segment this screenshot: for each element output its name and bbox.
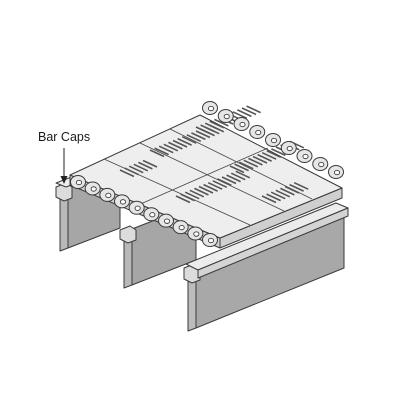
belt-slot <box>191 132 206 141</box>
hinge-knuckle <box>233 117 250 131</box>
belt-slot <box>261 151 277 160</box>
belt-slot <box>266 193 281 202</box>
belt-slot <box>284 185 300 194</box>
belt-slot <box>149 149 165 158</box>
belt-slot <box>184 191 200 200</box>
bar-caps-arrowhead <box>60 176 68 184</box>
bar-cap-middle <box>119 225 137 244</box>
belt-slot <box>248 157 263 166</box>
hinge-knuckle <box>217 109 234 123</box>
belt-slot <box>270 191 286 200</box>
belt-slot <box>275 189 291 198</box>
module-center-divider <box>135 147 269 207</box>
belt-slot <box>198 185 214 194</box>
belt-slot <box>243 159 259 168</box>
support-bar-right <box>183 202 349 332</box>
belt-slot <box>180 193 195 202</box>
belt-slot <box>293 181 309 190</box>
belt-slot <box>230 172 246 181</box>
belt-slot <box>237 109 252 118</box>
belt-slot <box>172 139 188 148</box>
belt-slot <box>209 120 225 129</box>
hinge-knuckle <box>249 125 266 139</box>
belt-slot <box>189 189 205 198</box>
belt-slot <box>119 169 135 178</box>
hinge-knuckle <box>172 220 189 235</box>
hinge-knuckle <box>202 233 218 247</box>
belt-slot <box>175 195 191 204</box>
hinge-knuckle <box>265 133 281 147</box>
belt-slot <box>124 167 139 176</box>
belt-slot <box>221 176 237 185</box>
belt-slot <box>133 163 149 172</box>
belt-slot <box>195 130 211 139</box>
belt-slot <box>229 165 245 174</box>
belt-slot <box>186 134 202 143</box>
belt-slot <box>212 180 228 189</box>
belt-slot <box>261 195 277 204</box>
belt-slot <box>195 126 211 135</box>
belt-slot <box>128 165 144 174</box>
hinge-knuckle <box>84 181 101 196</box>
belt-slot <box>154 147 169 156</box>
hinge-knuckle <box>202 101 218 115</box>
module-seam-1 <box>139 142 285 212</box>
hinge-knuckles-left <box>70 175 218 247</box>
belt-slot <box>246 105 261 114</box>
belt-slot <box>200 124 215 133</box>
hinge-knuckle <box>328 165 344 179</box>
belt-slot <box>194 187 209 196</box>
hinge-knuckle <box>114 194 130 209</box>
hinge-knuckle <box>128 200 145 215</box>
belt-slot <box>168 141 183 150</box>
belt-slot <box>234 163 249 172</box>
belt-slot <box>226 174 241 183</box>
belt-slot <box>181 135 197 144</box>
belt-slot <box>289 183 304 192</box>
hinge-knuckle <box>158 213 174 228</box>
belt-slot <box>138 161 153 170</box>
hinge-knuckles-back <box>202 101 344 179</box>
belt-slot <box>241 107 257 116</box>
belt-slot <box>252 155 268 164</box>
belt-slot <box>232 111 248 120</box>
belt-slot <box>158 145 174 154</box>
bar-caps-label: Bar Caps <box>38 130 90 144</box>
belt-assembly <box>69 101 344 249</box>
belt-slot <box>163 143 179 152</box>
bar-cap-right-lip <box>197 207 349 279</box>
belt-slot <box>266 150 282 159</box>
belt-slot <box>142 159 158 168</box>
bar-caps-callout: Bar Caps <box>38 130 90 184</box>
hinge-knuckle <box>312 157 329 171</box>
belt-slot <box>257 153 272 162</box>
belt-slot <box>271 148 286 157</box>
hinge-knuckle <box>296 149 313 163</box>
belt-slot <box>207 181 223 190</box>
hinge-knuckle <box>280 141 297 155</box>
belt-slot <box>203 183 218 192</box>
belt-slot <box>177 137 192 146</box>
hinge-knuckle <box>143 207 160 222</box>
belt-slot <box>238 161 254 170</box>
hinge-knuckle <box>70 175 86 189</box>
hinge-knuckle <box>99 187 116 202</box>
belt-slot <box>280 187 295 196</box>
belt-slot <box>214 118 229 127</box>
hinge-knuckle <box>187 226 204 241</box>
belt-slot <box>217 178 232 187</box>
belt-slot <box>235 170 251 179</box>
belt-slot <box>204 122 220 131</box>
